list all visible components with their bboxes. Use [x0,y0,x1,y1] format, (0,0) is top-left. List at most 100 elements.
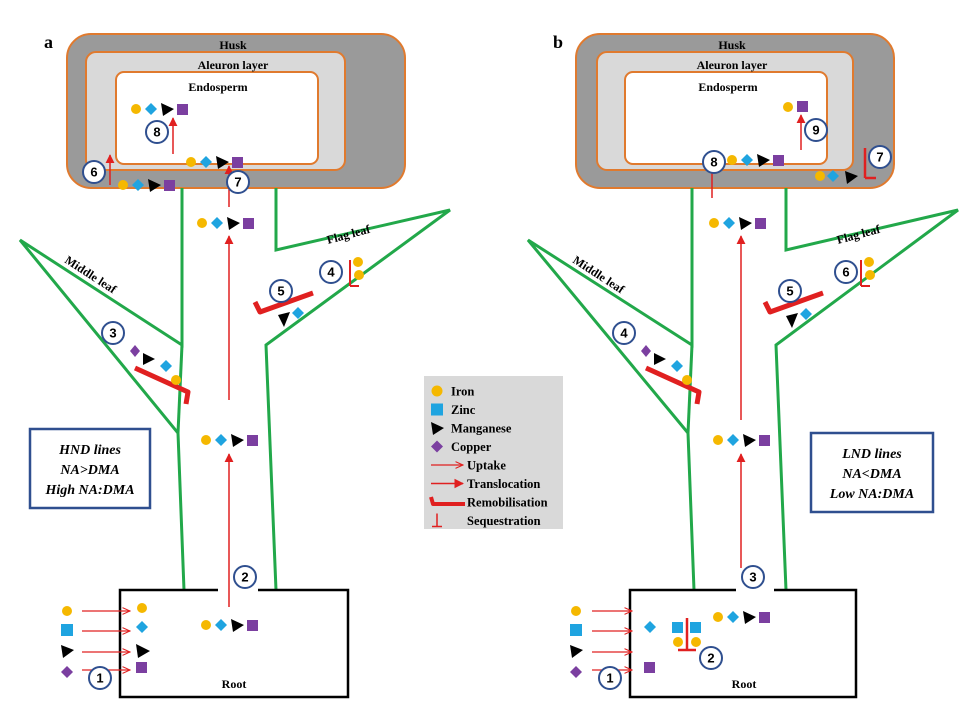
lines-box-a [28,427,152,510]
endosperm-b [624,71,828,165]
manganese-icon [231,619,244,632]
step-marker-a-8: 8 [145,120,169,144]
copper-icon [755,218,766,229]
zinc-icon [727,611,739,623]
root-label-b: Root [732,677,757,691]
manganese-icon [743,434,756,447]
zinc-icon [200,156,212,168]
step-number: 2 [241,570,248,585]
nutrients-middle-leaf-a [130,345,181,385]
copper-icon [247,620,258,631]
remobilisation-arrow-flag-b [762,290,824,315]
zinc-icon [215,434,227,446]
legend-item-manganese: Manganese [431,422,512,436]
lines-box-a-line1: HND lines [58,443,121,458]
remobilisation-icon [429,496,465,506]
flag-leaf-label-a: Flag leaf [325,222,372,247]
legend-item-zinc: Zinc [431,403,476,417]
nutrient-group-stem-top-b [709,217,766,230]
iron-icon [118,180,128,190]
panel-a-letter: a [44,32,53,52]
root-box-b [628,588,858,699]
manganese-icon [216,156,229,169]
nutrient-group-root-a [201,619,258,632]
sequestration-flag-a [349,260,359,287]
nutrient-group-stem-mid-b [713,434,770,447]
nutrients-middle-leaf-b [641,345,692,385]
step-number: 2 [707,651,714,666]
zinc-icon [431,403,443,416]
sequestration-root-b [678,618,696,652]
legend-label: Zinc [451,403,476,417]
lines-box-a-line2: NA>DMA [59,463,119,478]
legend-label: Iron [451,385,474,399]
nutrients-root-outside-a [61,606,74,678]
step-number: 6 [842,265,849,280]
middle-leaf-label-b: Middle leaf [570,253,627,297]
plant-outline-a [18,188,451,591]
root-label-a: Root [222,677,247,691]
iron-icon [197,218,207,228]
nutrient-group-root-b [713,611,770,624]
nutrient-group-husk-a [118,179,175,192]
step-marker-a-7: 7 [226,170,250,194]
step-marker-a-3: 3 [101,321,125,345]
nutrient-group-stem-mid-a [201,434,258,447]
nutrients-husk-b [815,170,858,184]
legend-label: Translocation [467,477,540,491]
root-box-a [118,588,350,699]
husk-label-a: Husk [219,38,247,52]
manganese-icon [743,611,756,624]
nutrients-endosperm-b [783,101,808,112]
step-number: 3 [749,570,756,585]
aleurone-label-b: Aleuron layer [697,58,768,72]
step-number: 1 [96,671,103,686]
iron-icon [186,157,196,167]
legend-item-iron: Iron [431,385,474,399]
uptake-arrows-b [592,611,632,670]
sequestration-flag-b [860,260,870,287]
legend-label: Uptake [467,459,506,473]
step-marker-b-5: 5 [778,279,802,303]
endosperm-a [115,71,319,165]
zinc-icon [741,154,753,166]
step-number: 5 [277,284,284,299]
copper-icon [243,218,254,229]
step-number: 6 [90,165,97,180]
copper-icon [247,435,258,446]
manganese-icon [757,154,770,167]
sequestration-husk-b [863,148,876,180]
panel-b-letter: b [553,32,563,52]
legend-item-copper: Copper [431,440,492,454]
manganese-icon [231,434,244,447]
step-marker-a-1: 1 [88,666,112,690]
manganese-icon [161,103,174,116]
step-marker-a-6: 6 [82,160,106,184]
manganese-icon [739,217,752,230]
iron-icon [713,612,723,622]
legend-label: Copper [451,440,492,454]
step-number: 8 [710,155,717,170]
copper-icon [164,180,175,191]
manganese-icon [148,179,161,192]
step-number: 7 [234,175,241,190]
zinc-icon [145,103,157,115]
lines-box-b-line2: NA<DMA [841,467,901,482]
lines-box-b [809,431,935,514]
copper-icon [759,435,770,446]
step-number: 4 [620,326,628,341]
legend-item-uptake: Uptake [431,459,506,473]
remobilisation-arrow-mid-b [644,365,702,405]
endosperm-label-b: Endosperm [698,80,757,94]
zinc-icon [723,217,735,229]
legend-label: Sequestration [467,514,541,528]
aleurone-label-a: Aleuron layer [198,58,269,72]
copper-icon [759,612,770,623]
remobilisation-arrow-flag-a [252,290,314,315]
step-marker-b-9: 9 [804,118,828,142]
zinc-icon [211,217,223,229]
lines-box-b-line3: Low NA:DMA [829,487,914,502]
nutrients-root-inside-a [136,603,150,673]
legend-label: Manganese [451,422,512,436]
